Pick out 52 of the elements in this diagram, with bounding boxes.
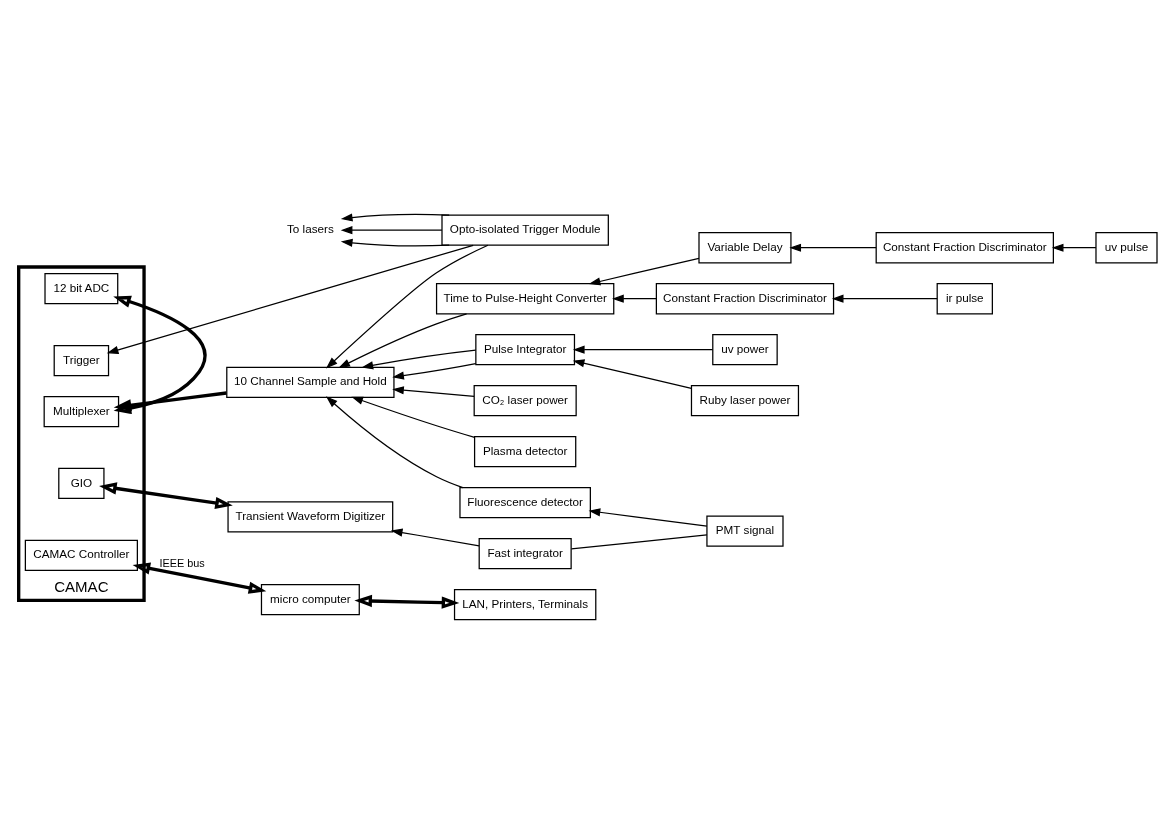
- arrow: [340, 225, 443, 234]
- node-box: Opto-isolated Trigger Module: [441, 214, 609, 246]
- arrow: [325, 244, 489, 369]
- arrow: [789, 243, 877, 252]
- edge-label: IEEE bus: [159, 556, 205, 569]
- node-box: LAN, Printers, Terminals: [453, 588, 597, 620]
- arrow: [325, 395, 464, 488]
- arrow: [831, 294, 938, 303]
- node-box: Fast integrator: [478, 537, 572, 569]
- node-box: Plasma detector: [473, 435, 577, 467]
- arrow: [588, 257, 700, 285]
- arrow: [113, 390, 227, 411]
- arrow: [340, 238, 450, 247]
- arrow: [106, 244, 474, 354]
- node-box: ir pulse: [936, 282, 993, 314]
- node-box: CAMAC Controller: [24, 539, 138, 571]
- node-box: 10 Channel Sample and Hold: [226, 366, 395, 398]
- node-box: PMT signal: [706, 514, 784, 547]
- node-box: Trigger: [53, 344, 110, 376]
- node-box: Ruby laser power: [690, 384, 800, 416]
- node-box: Fluorescence detector: [459, 486, 591, 518]
- node-box: GIO: [58, 467, 105, 499]
- arrow: [361, 349, 477, 369]
- node-box: uv pulse: [1095, 231, 1158, 263]
- node-text: To lasers: [286, 221, 334, 235]
- node-box: micro computer: [260, 583, 360, 615]
- arrow: [612, 294, 657, 303]
- arrow: [1051, 243, 1097, 252]
- arrow: [588, 507, 708, 527]
- arrow: [390, 528, 480, 546]
- arrow: [351, 396, 476, 438]
- arrow: [392, 362, 477, 380]
- connector: [570, 533, 708, 550]
- node-box: 12 bit ADC: [44, 272, 119, 304]
- node-box: uv power: [712, 333, 778, 365]
- node-box: Constant Fraction Discriminator: [875, 231, 1054, 263]
- arrow: [338, 312, 468, 368]
- arrow: [392, 385, 475, 397]
- arrow: [99, 481, 233, 509]
- node-box: Time to Pulse-Height Converter: [435, 282, 615, 314]
- arrow: [340, 212, 450, 222]
- arrow: [572, 345, 714, 354]
- arrow: [572, 358, 692, 389]
- node-box: Variable Delay: [698, 231, 792, 263]
- arrow: [132, 561, 267, 594]
- arrow: [354, 594, 460, 609]
- node-box: Multiplexer: [43, 395, 120, 427]
- node-box: Constant Fraction Discriminator: [655, 282, 835, 314]
- node-box: Transient Waveform Digitizer: [227, 500, 394, 533]
- node-box: CO₂ laser power: [473, 384, 577, 416]
- node-box: Pulse Integrator: [475, 333, 576, 365]
- arrow: [113, 295, 207, 414]
